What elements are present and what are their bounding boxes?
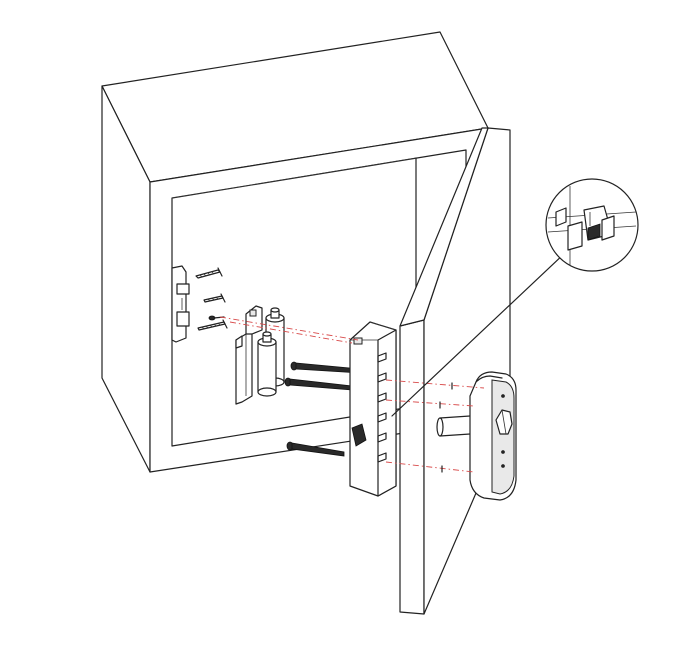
dial-icon xyxy=(495,409,513,435)
detail-magnifier xyxy=(391,178,639,417)
back-plate-notches xyxy=(377,352,387,463)
guide-line xyxy=(219,316,359,341)
keypad-panel xyxy=(469,371,517,501)
door-top-edge xyxy=(399,127,489,327)
magnified-latch xyxy=(547,186,637,266)
door-edge xyxy=(399,319,425,615)
screw xyxy=(203,293,226,303)
latch-knob xyxy=(351,423,367,447)
screw xyxy=(197,319,228,331)
leader-line xyxy=(391,251,567,417)
battery xyxy=(257,331,277,397)
safe-inner-top-edge xyxy=(171,157,417,199)
inner-latch xyxy=(171,265,190,343)
mounting-bolts xyxy=(284,361,361,457)
guide-line xyxy=(385,461,475,473)
aa-batteries xyxy=(257,307,285,397)
guide-line xyxy=(385,379,485,389)
battery-bracket xyxy=(235,305,263,405)
bolt xyxy=(286,441,345,457)
guide-line xyxy=(385,399,475,407)
connector xyxy=(353,337,363,345)
lock-back-plate xyxy=(349,321,397,497)
safe-door xyxy=(399,127,511,615)
keypad-face xyxy=(491,379,515,495)
assembly-guides xyxy=(219,316,485,473)
screw xyxy=(195,267,223,279)
spindle xyxy=(436,415,471,437)
